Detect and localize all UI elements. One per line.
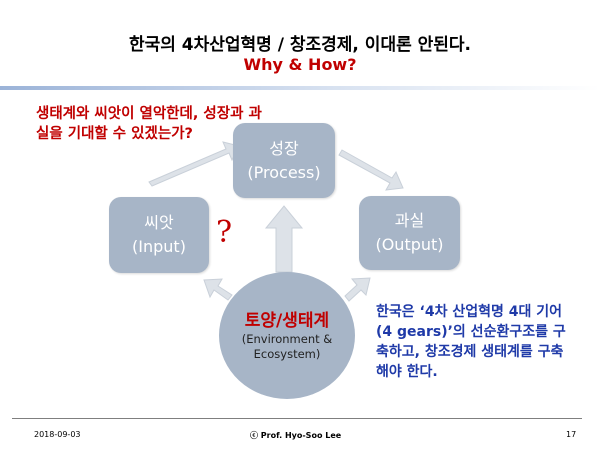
seed-subtitle: (Input): [132, 237, 186, 256]
arrow-soil-to-result: [344, 277, 371, 302]
slide-title: 한국의 4차산업혁명 / 창조경제, 이대론 안된다.: [128, 35, 472, 55]
page-number: 17: [566, 430, 577, 439]
title-underline: [0, 86, 600, 90]
growth-title: 성장: [269, 138, 299, 158]
arrow-growth-to-result: [338, 149, 404, 191]
arrow-soil-to-growth: [264, 205, 304, 273]
footer-credit: ⓒ Prof. Hyo-Soo Lee: [250, 431, 342, 440]
growth-box: 성장 (Process): [233, 123, 335, 198]
answer-note: 한국은 ‘4차 산업혁명 4대 기어(4 gears)’의 선순환구조를 구축하…: [376, 304, 566, 380]
footer-divider: [12, 418, 582, 419]
footer-date: 2018-09-03: [34, 430, 81, 439]
result-subtitle: (Output): [375, 235, 444, 254]
growth-subtitle: (Process): [247, 162, 321, 182]
question-mark: ?: [216, 215, 233, 250]
result-title: 과실: [394, 211, 425, 230]
question-note: 생태계와 씨앗이 열악한데, 성장과 과실을 기대할 수 있겠는가?: [36, 106, 262, 142]
seed-title: 씨앗: [144, 213, 174, 232]
slide-subtitle: Why & How?: [243, 55, 357, 74]
soil-title: 토양/생태계: [244, 310, 330, 331]
soil-circle: 토양/생태계 (Environment & Ecosystem): [219, 272, 355, 399]
result-box: 과실 (Output): [359, 196, 460, 270]
seed-box: 씨앗 (Input): [109, 197, 209, 273]
arrow-seed-to-growth: [148, 141, 240, 187]
soil-subtitle: (Environment & Ecosystem): [241, 331, 333, 361]
arrow-soil-to-seed: [203, 278, 233, 301]
